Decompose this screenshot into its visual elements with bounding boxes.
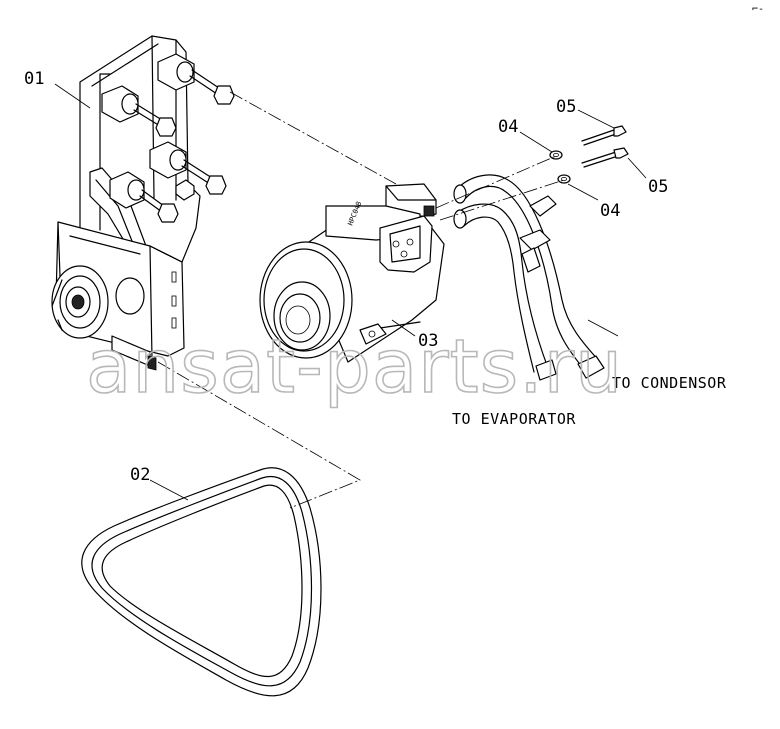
part-label-04-lower: 04 (600, 201, 620, 221)
bolt-upper (581, 125, 627, 146)
part-label-05-lower: 05 (648, 177, 668, 197)
part-label-04-upper: 04 (498, 117, 518, 137)
part-label-03: 03 (418, 331, 438, 351)
part-label-05-upper: 05 (556, 97, 576, 117)
part-label-01: 01 (24, 69, 44, 89)
note-to-condenser: TO CONDENSOR (612, 374, 727, 392)
spacer-bolt-4 (109, 171, 179, 223)
refrigerant-hoses (453, 174, 605, 381)
mounting-bracket (51, 35, 235, 371)
ac-compressor: HPC048 (259, 183, 445, 363)
washer-lower (557, 174, 571, 184)
spacer-bolt-1 (157, 53, 235, 105)
washer-upper (549, 150, 563, 160)
corner-mark: ⌐- (752, 4, 764, 15)
note-to-evaporator: TO EVAPORATOR (452, 410, 576, 428)
spacer-bolt-3 (149, 141, 227, 195)
part-label-02: 02 (130, 465, 150, 485)
leader-lines (54, 83, 647, 509)
drive-belt (81, 467, 322, 697)
watermark-text: ansat-parts.ru (86, 324, 623, 410)
bolt-lower (581, 147, 629, 168)
spacer-bolt-2 (101, 85, 177, 137)
